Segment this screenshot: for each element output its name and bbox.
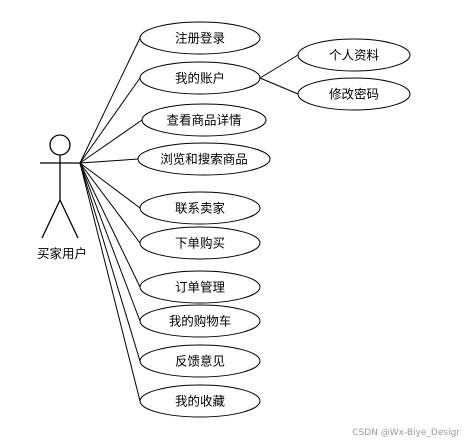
use-case-ellipse (139, 270, 261, 304)
association-line (79, 77, 141, 164)
actor-right-leg (59, 199, 79, 239)
use-case-label: 查看商品详情 (166, 113, 241, 128)
use-case-change-password: 修改密码 (297, 77, 411, 111)
association-line (79, 162, 141, 288)
actor-label: 买家用户 (37, 246, 87, 261)
watermark: CSDN @Wx-Biye_Desigr (352, 428, 460, 438)
use-case-ellipse (139, 191, 261, 225)
use-case-register-login: 注册登录 (139, 21, 261, 55)
use-case-ellipse (139, 21, 261, 55)
use-case-ellipse (139, 344, 261, 378)
actor-left-leg (41, 199, 61, 239)
actor-head (49, 134, 71, 156)
association-line (79, 119, 143, 164)
use-case-label: 浏览和搜索商品 (160, 152, 248, 167)
sub-association-line (259, 54, 299, 79)
use-case-label: 注册登录 (175, 31, 225, 46)
use-case-label: 订单管理 (175, 280, 226, 295)
sub-use-case-label: 个人资料 (329, 48, 380, 63)
sub-association-line (259, 77, 299, 95)
use-case-my-account: 我的账户 (139, 61, 261, 95)
use-case-feedback: 反馈意见 (139, 344, 261, 378)
use-case-ellipse (137, 142, 271, 176)
association-line (79, 37, 141, 164)
sub-use-case-ellipse (297, 38, 411, 72)
sub-use-case-ellipse (297, 77, 411, 111)
use-case-label: 联系卖家 (175, 201, 226, 216)
association-line (79, 162, 141, 244)
use-case-ellipse (141, 103, 267, 137)
use-case-label: 反馈意见 (175, 354, 225, 369)
use-case-ellipse (139, 384, 261, 418)
use-case-label: 我的账户 (175, 71, 225, 86)
use-case-label: 我的收藏 (175, 394, 226, 409)
use-case-ellipse (139, 226, 261, 260)
use-case-contact-seller: 联系卖家 (139, 191, 261, 225)
association-line (79, 162, 141, 362)
association-line (79, 162, 141, 322)
buyer-actor: 买家用户 (37, 134, 87, 261)
sub-use-case-label: 修改密码 (329, 87, 379, 102)
use-case-browse-search-products: 浏览和搜索商品 (137, 142, 271, 176)
use-case-ellipse (139, 61, 261, 95)
use-case-my-cart: 我的购物车 (139, 304, 261, 338)
use-case-label: 我的购物车 (169, 314, 232, 329)
use-case-order-management: 订单管理 (139, 270, 261, 304)
association-line (79, 162, 141, 402)
use-case-label: 下单购买 (175, 236, 225, 251)
association-lines (79, 37, 299, 402)
association-line (79, 162, 141, 209)
use-cases: 注册登录我的账户查看商品详情浏览和搜索商品联系卖家下单购买订单管理我的购物车反馈… (137, 21, 411, 418)
use-case-my-favorites: 我的收藏 (139, 384, 261, 418)
use-case-ellipse (139, 304, 261, 338)
use-case-place-order: 下单购买 (139, 226, 261, 260)
association-line (79, 158, 139, 164)
use-case-personal-info: 个人资料 (297, 38, 411, 72)
use-case-view-product-details: 查看商品详情 (141, 103, 267, 137)
